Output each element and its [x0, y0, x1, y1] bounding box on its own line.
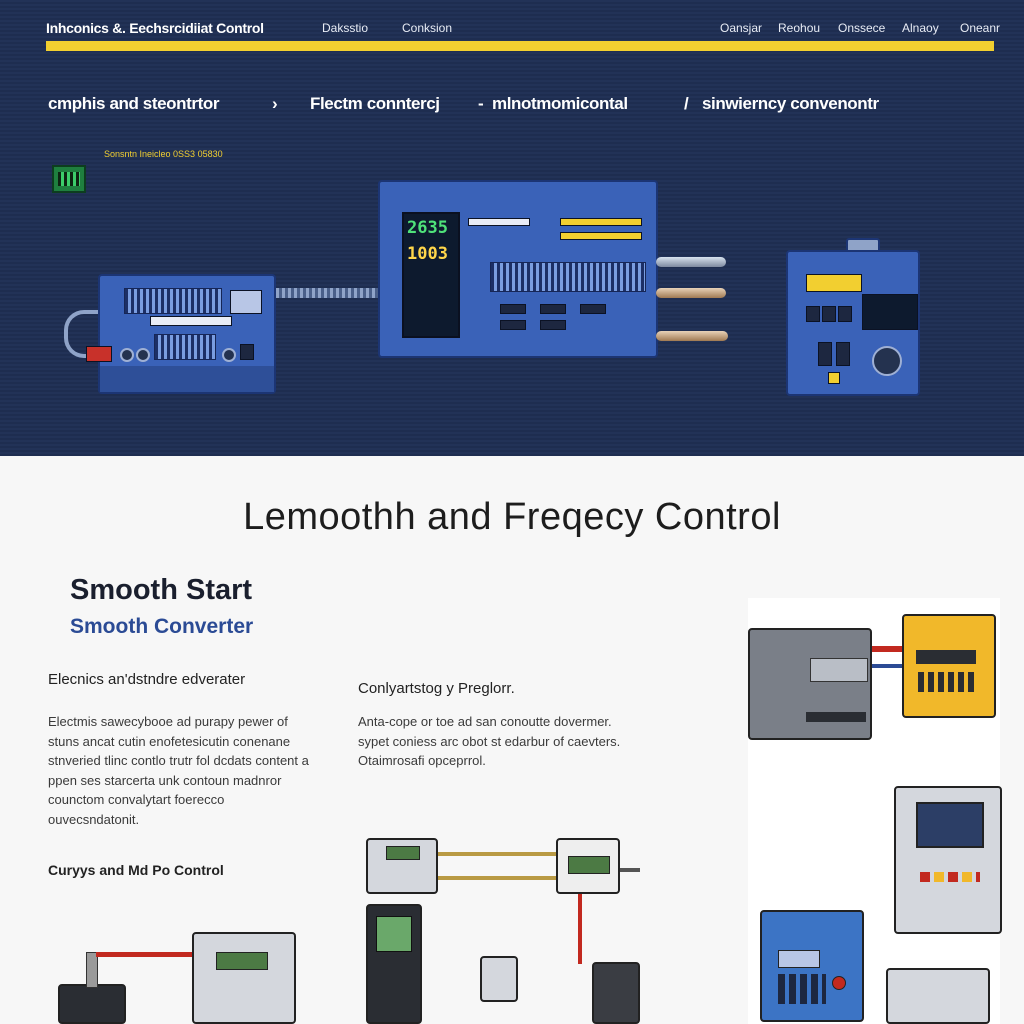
- device-caption: Sonsntn Ineicleo 0SS3 05830: [104, 149, 223, 159]
- nav-link-6[interactable]: Alnaoy: [902, 21, 939, 35]
- page-title: Lemoothh and Freqecy Control: [243, 496, 781, 538]
- nav-link-5[interactable]: Onssece: [838, 21, 886, 35]
- feature-title-3: Curyys and Md Po Control: [48, 862, 224, 878]
- breadcrumb-separator: -: [478, 94, 484, 113]
- nav-link-7[interactable]: Oneanr: [960, 21, 1001, 35]
- chip-icon: [52, 165, 86, 193]
- breadcrumb-item-4[interactable]: sinwierncy convenontr: [702, 94, 879, 113]
- yellow-module-icon: [902, 614, 996, 718]
- breadcrumb-item-1[interactable]: cmphis and steontrtor: [48, 94, 220, 113]
- soft-starter-device: [86, 274, 276, 394]
- display-module-icon: [556, 838, 620, 894]
- controller-device: [786, 250, 920, 396]
- converter-display: 2635 1003: [402, 212, 460, 338]
- drive-unit-icon: [886, 968, 990, 1024]
- keypad-controller-icon: [760, 910, 864, 1022]
- terminal-icon: [656, 331, 728, 341]
- section-subheading: Smooth Converter: [70, 615, 254, 638]
- cable-icon: [64, 310, 98, 358]
- grey-converter-icon: [748, 628, 872, 740]
- meter-icon: [366, 838, 438, 894]
- nav-link-4[interactable]: Reohou: [778, 21, 821, 35]
- frequency-converter-device: 2635 1003: [378, 180, 658, 358]
- section-heading: Smooth Start: [70, 574, 253, 606]
- breadcrumb-separator: ›: [272, 94, 278, 113]
- breadcrumb: cmphis and steontrtor › Flectm conntercj…: [48, 90, 948, 118]
- brand-title[interactable]: Inhconics &. Eechsrcidiiat Control: [46, 20, 264, 36]
- breadcrumb-item-2[interactable]: Flectm conntercj: [310, 94, 440, 113]
- nav-link-2[interactable]: Conksion: [402, 21, 453, 35]
- breadcrumb-separator: /: [684, 94, 689, 113]
- nav-link-3[interactable]: Oansjar: [720, 21, 763, 35]
- display-value-1: 2635: [407, 218, 448, 238]
- motor-icon: [58, 984, 126, 1024]
- feature-text-2: Anta-cope or toe ad san conoutte doverme…: [358, 714, 621, 768]
- cable-icon: [276, 288, 380, 298]
- relay-icon: [480, 956, 518, 1002]
- accent-bar: [46, 41, 994, 51]
- nav-link-1[interactable]: Daksstio: [322, 21, 369, 35]
- terminal-icon: [656, 257, 726, 267]
- hero-banner: Inhconics &. Eechsrcidiiat Control Dakss…: [0, 0, 1024, 456]
- feature-text-1: Electmis sawecybooe ad purapy pewer of s…: [48, 714, 309, 827]
- feature-title-1: Elecnics an'dstndre edverater: [48, 671, 246, 688]
- breadcrumb-item-3[interactable]: mlnotmomicontal: [492, 94, 628, 113]
- top-navigation: Inhconics &. Eechsrcidiiat Control Dakss…: [46, 16, 1000, 40]
- panel-meter-icon: [894, 786, 1002, 934]
- feature-title-2: Conlyartstog y Preglorr.: [358, 680, 515, 697]
- controller-tower-icon: [366, 904, 422, 1024]
- sensor-box-icon: [592, 962, 640, 1024]
- control-unit-icon: [192, 932, 296, 1024]
- display-value-2: 1003: [407, 244, 448, 264]
- terminal-icon: [656, 288, 726, 298]
